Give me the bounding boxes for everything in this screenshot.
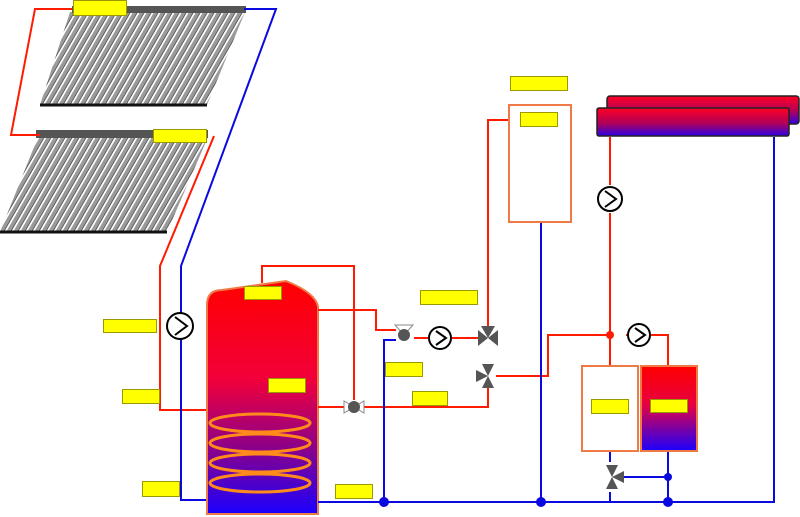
boiler-unit bbox=[508, 104, 572, 223]
temperature-valve-icon bbox=[343, 400, 365, 414]
label-heater-right bbox=[650, 399, 688, 413]
radiator bbox=[596, 95, 800, 137]
collector-hot-pipe bbox=[9, 8, 72, 136]
tank-hot-pipes bbox=[261, 119, 669, 408]
label-left-pipe-lower bbox=[122, 389, 160, 404]
cold-junction bbox=[664, 473, 672, 481]
cold-return-pipes bbox=[318, 137, 775, 503]
collector-cold-pipe bbox=[180, 8, 278, 501]
storage-tank bbox=[206, 279, 319, 515]
three-way-valve-icon bbox=[476, 364, 494, 388]
three-way-valve-icon bbox=[606, 465, 624, 489]
label-left-pipe-bottom bbox=[142, 481, 180, 497]
three-way-valve-icon bbox=[478, 326, 498, 346]
cold-junction bbox=[536, 497, 546, 507]
label-buffer-middle bbox=[268, 378, 306, 393]
label-left-pipe-upper bbox=[103, 319, 157, 333]
label-mixer-bottom bbox=[412, 391, 448, 406]
pump-icon bbox=[597, 186, 623, 212]
label-collector-bottom bbox=[153, 129, 207, 143]
label-mixer-lower bbox=[385, 362, 423, 377]
solar-collector-top bbox=[40, 6, 246, 107]
collector-top-header bbox=[72, 6, 246, 13]
label-boiler bbox=[510, 76, 568, 91]
collector-pipes bbox=[9, 8, 278, 501]
label-boiler-inside bbox=[520, 112, 558, 127]
hot-junction bbox=[606, 331, 614, 339]
pump-icon bbox=[428, 326, 452, 350]
collector-hot-riser bbox=[159, 135, 215, 411]
heat-exchanger-coil bbox=[208, 412, 312, 494]
label-heater-left bbox=[591, 399, 629, 414]
cold-junction bbox=[379, 497, 389, 507]
label-bottom-mid bbox=[335, 484, 373, 499]
collector-bottom-header bbox=[36, 130, 208, 138]
pump-icon bbox=[627, 323, 651, 347]
label-mixer-upper bbox=[420, 290, 478, 305]
solar-collector-bottom bbox=[0, 130, 208, 234]
cold-junction bbox=[663, 497, 673, 507]
pump-icon bbox=[166, 312, 194, 340]
label-buffer-top bbox=[244, 286, 282, 300]
label-collector-top bbox=[73, 0, 127, 16]
temperature-valve-icon bbox=[393, 324, 415, 341]
